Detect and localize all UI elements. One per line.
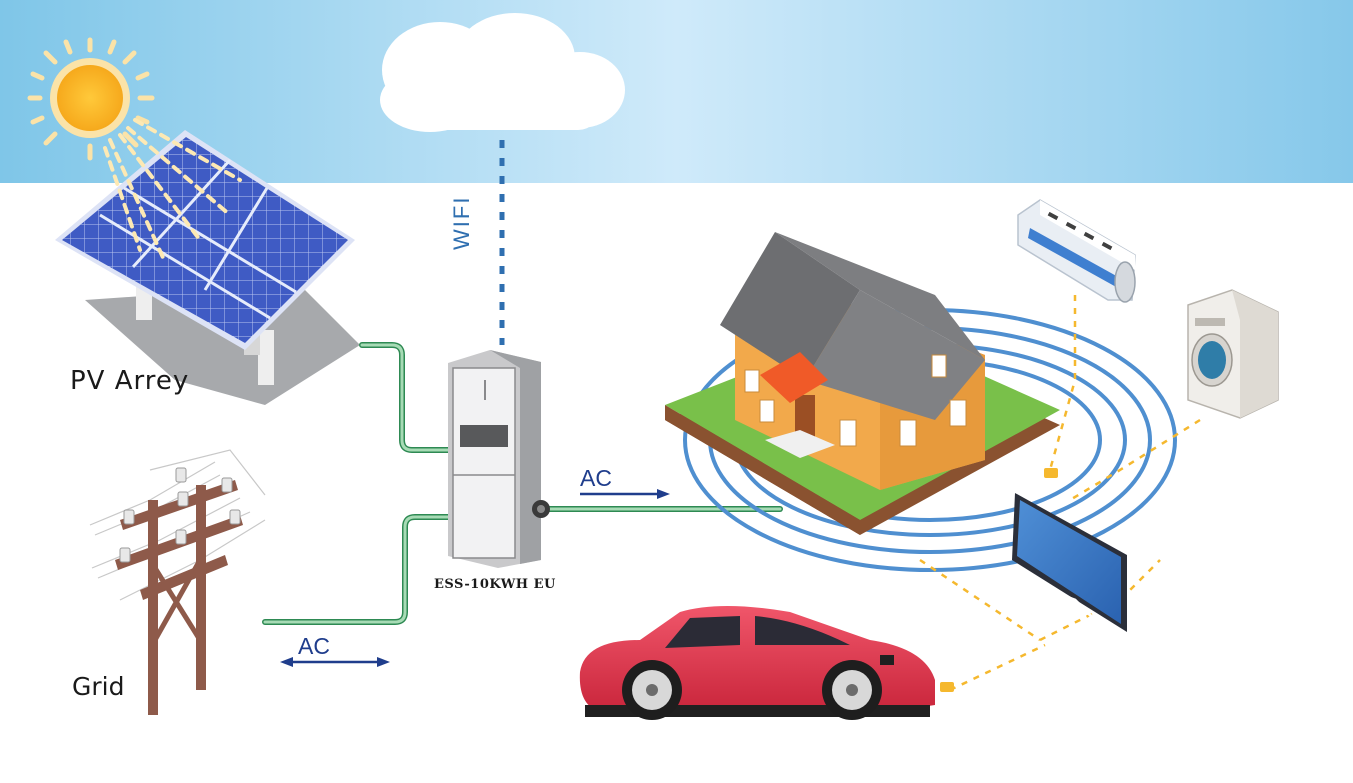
television-icon bbox=[1012, 493, 1127, 632]
washing-machine-icon bbox=[1187, 289, 1279, 419]
plug-icon bbox=[940, 468, 1058, 692]
cloud-icon bbox=[380, 13, 625, 132]
dc-cables bbox=[262, 342, 783, 625]
battery-cabinet-icon bbox=[448, 350, 550, 568]
sky-band bbox=[0, 0, 1353, 183]
power-pole-icon bbox=[89, 449, 266, 715]
ac-output-arrow bbox=[580, 489, 670, 499]
pv-array-label: PV Arrey bbox=[70, 366, 190, 396]
solar-panel-icon bbox=[55, 118, 360, 405]
appliance-power-lines bbox=[919, 295, 1201, 692]
storage-unit-label: ESS-10KWH EU bbox=[434, 577, 556, 592]
grid-label: Grid bbox=[72, 672, 125, 701]
house-icon bbox=[665, 232, 1060, 535]
ac-output-label: AC bbox=[580, 465, 612, 491]
air-conditioner-icon bbox=[1017, 199, 1136, 303]
sun-icon bbox=[27, 37, 155, 161]
wifi-label: WIFI bbox=[449, 195, 474, 250]
electric-car-icon bbox=[579, 606, 935, 720]
ac-grid-arrow bbox=[280, 657, 390, 667]
ac-grid-label: AC bbox=[298, 633, 330, 659]
